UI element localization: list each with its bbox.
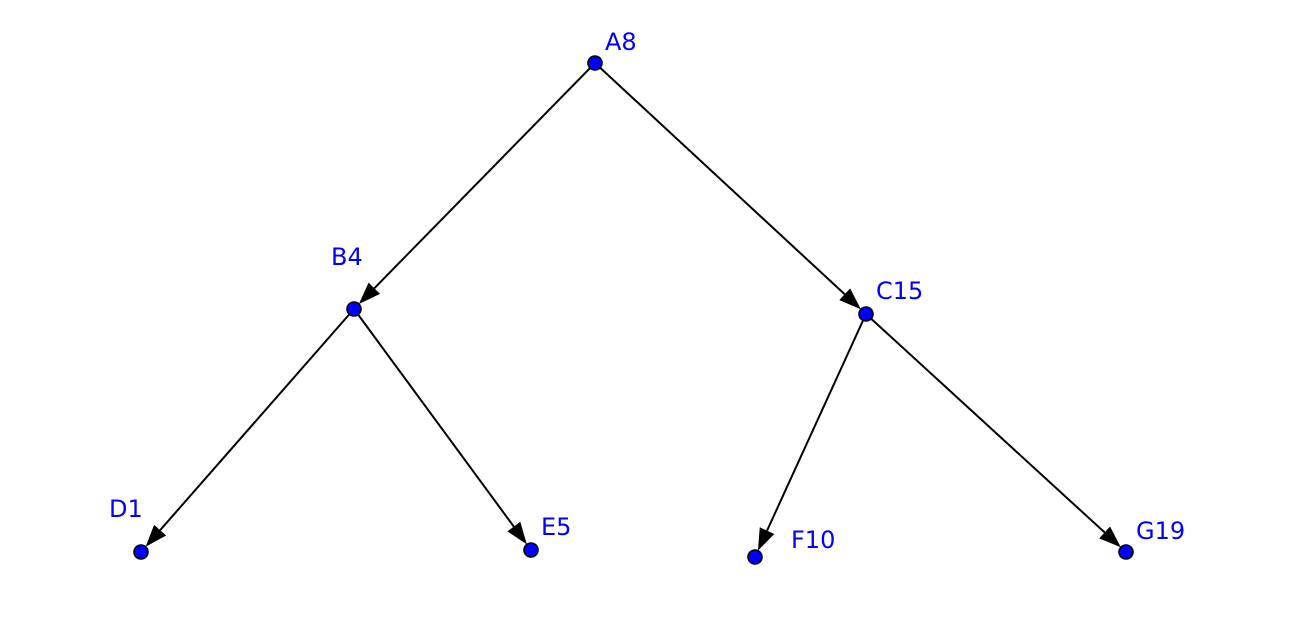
node-label-E5: E5 <box>541 513 571 541</box>
edge-A8-B4 <box>358 67 591 304</box>
node-A8 <box>587 55 603 71</box>
node-D1 <box>133 544 149 560</box>
node-label-F10: F10 <box>791 526 835 554</box>
node-F10 <box>747 549 763 565</box>
node-label-D1: D1 <box>109 495 143 523</box>
node-label-B4: B4 <box>331 243 363 271</box>
edge-line <box>766 319 865 532</box>
node-C15 <box>858 306 874 322</box>
node-G19 <box>1118 544 1134 560</box>
node-E5 <box>523 542 539 558</box>
edge-line <box>373 67 591 289</box>
arrowhead-icon <box>507 521 527 545</box>
arrowhead-icon <box>358 282 381 304</box>
node-label-C15: C15 <box>876 277 923 305</box>
edge-line <box>357 314 515 528</box>
nodes-layer <box>133 55 1134 565</box>
edge-line <box>159 313 351 531</box>
edge-C15-G19 <box>870 317 1121 548</box>
edges-layer <box>145 67 1121 551</box>
edge-line <box>870 317 1106 534</box>
arrowhead-icon <box>757 527 775 551</box>
node-B4 <box>346 301 362 317</box>
edge-B4-D1 <box>145 313 351 547</box>
edge-line <box>599 67 846 296</box>
edge-A8-C15 <box>599 67 861 310</box>
node-label-A8: A8 <box>605 28 637 56</box>
arrowhead-icon <box>839 288 861 310</box>
edge-B4-E5 <box>357 314 527 545</box>
node-label-G19: G19 <box>1136 517 1185 545</box>
arrowhead-icon <box>1099 526 1121 548</box>
edge-C15-F10 <box>757 319 865 551</box>
arrowhead-icon <box>145 524 167 547</box>
